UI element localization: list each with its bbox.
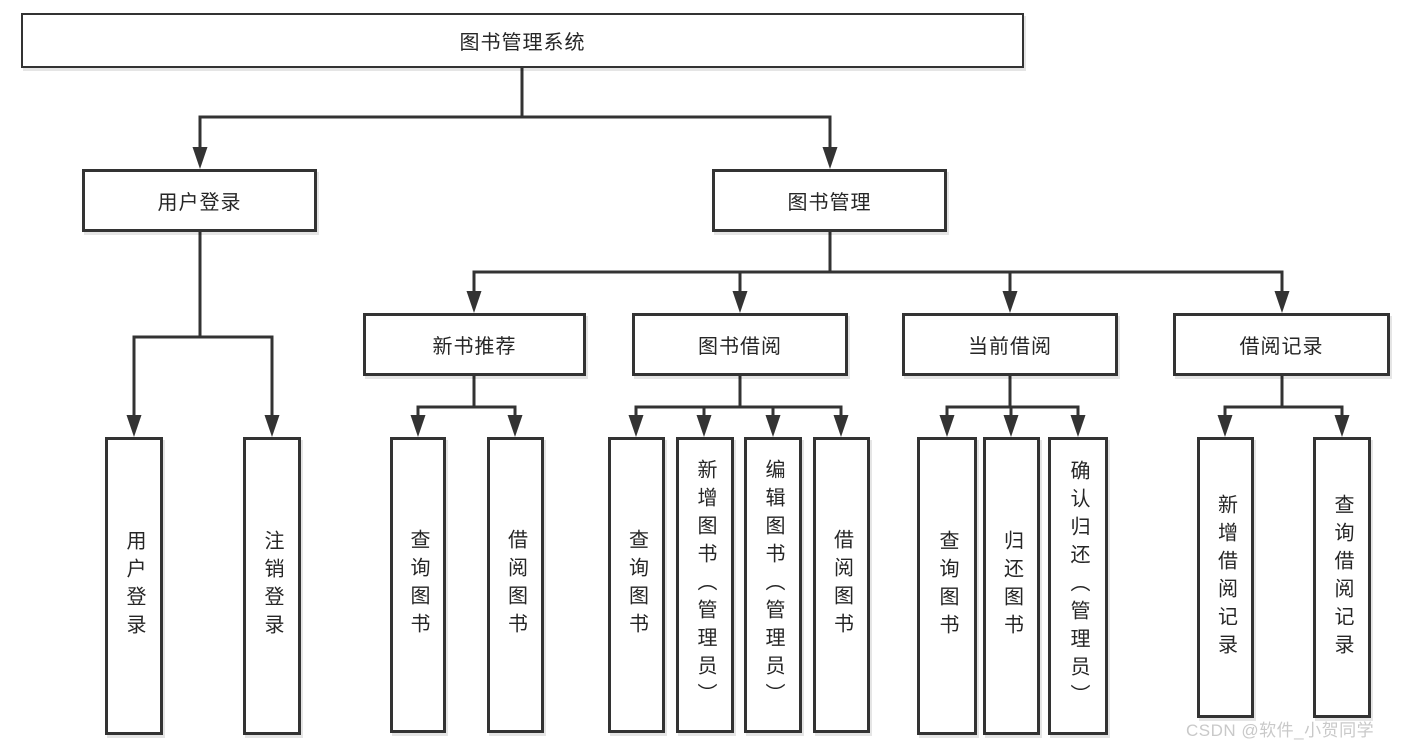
- node-label: 图书管理: [787, 192, 872, 214]
- node-label: 查询图书: [936, 530, 958, 642]
- leaf-edit-book-admin: 编辑图书（管理员）: [744, 437, 802, 733]
- node-book-borrowing: 图书借阅: [632, 313, 848, 376]
- leaf-user-login: 用户登录: [105, 437, 163, 735]
- leaf-borrow-books-2: 借阅图书: [813, 437, 870, 733]
- leaf-query-books-2: 查询图书: [608, 437, 665, 733]
- leaf-return-books: 归还图书: [983, 437, 1040, 735]
- leaf-query-books-1: 查询图书: [390, 437, 446, 733]
- leaf-logout: 注销登录: [243, 437, 301, 735]
- node-label: 图书借阅: [698, 336, 782, 358]
- node-user-login: 用户登录: [82, 169, 317, 232]
- node-new-book-recommend: 新书推荐: [363, 313, 586, 376]
- leaf-confirm-return-admin: 确认归还（管理员）: [1048, 437, 1108, 735]
- node-label: 用户登录: [157, 192, 242, 214]
- watermark: CSDN @软件_小贺同学: [1186, 721, 1375, 740]
- node-label: 编辑图书（管理员）: [762, 459, 784, 711]
- node-label: 查询借阅记录: [1331, 493, 1353, 662]
- node-current-borrowing: 当前借阅: [902, 313, 1118, 376]
- leaf-add-borrow-record: 新增借阅记录: [1197, 437, 1254, 718]
- node-label: 新增图书（管理员）: [694, 459, 716, 711]
- node-label: 注销登录: [261, 530, 283, 642]
- node-label: 借阅图书: [830, 529, 853, 641]
- node-label: 用户登录: [123, 530, 145, 642]
- leaf-add-book-admin: 新增图书（管理员）: [676, 437, 734, 733]
- node-label: 图书管理系统: [459, 32, 586, 54]
- node-borrowing-records: 借阅记录: [1173, 313, 1390, 376]
- node-label: 新增借阅记录: [1214, 493, 1237, 662]
- node-label: 确认归还（管理员）: [1067, 460, 1089, 712]
- node-book-management: 图书管理: [712, 169, 947, 232]
- node-label: 查询图书: [625, 529, 648, 641]
- node-label: 借阅记录: [1239, 336, 1324, 358]
- leaf-borrow-books-1: 借阅图书: [487, 437, 544, 733]
- leaf-query-books-3: 查询图书: [917, 437, 977, 735]
- node-library-system: 图书管理系统: [21, 13, 1024, 68]
- node-label: 借阅图书: [504, 529, 527, 641]
- node-label: 新书推荐: [432, 336, 517, 358]
- node-label: 归还图书: [1000, 530, 1023, 642]
- node-label: 查询图书: [407, 529, 429, 641]
- node-label: 当前借阅: [968, 336, 1052, 358]
- leaf-query-borrow-record: 查询借阅记录: [1313, 437, 1371, 718]
